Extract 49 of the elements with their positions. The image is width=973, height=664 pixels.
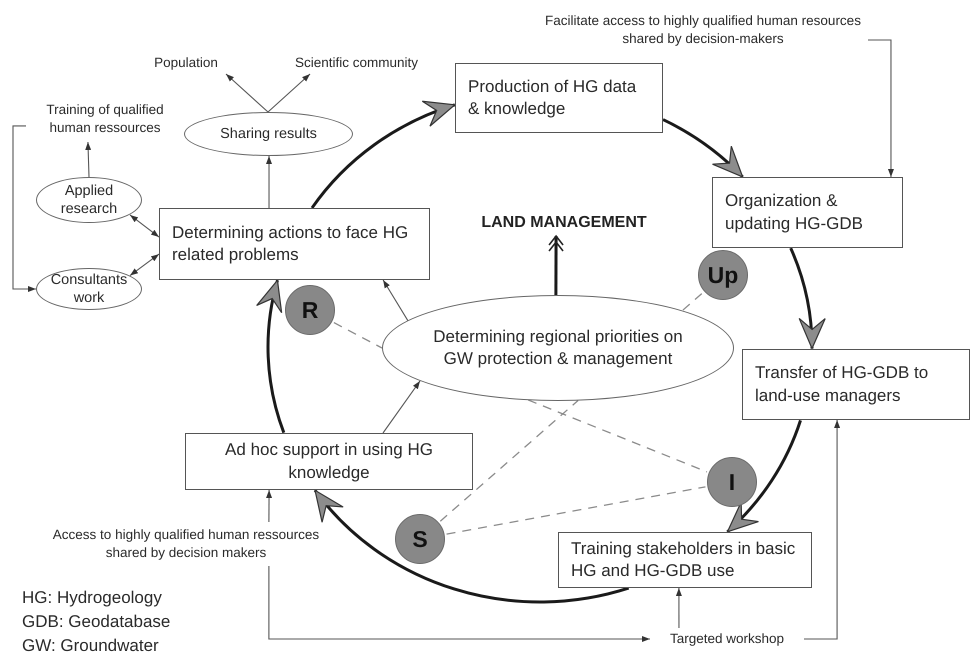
- cycle-arrow: [258, 280, 286, 434]
- text-label: Population: [143, 52, 229, 74]
- double-headed-arrow: [130, 254, 160, 276]
- abbreviation-note: HG: Hydrogeology: [22, 588, 162, 608]
- heading: LAND MANAGEMENT: [465, 210, 663, 236]
- dashed-line: [440, 400, 578, 522]
- letter-badge: Up: [698, 250, 748, 300]
- process-box: Determining actions to face HG related problems: [159, 208, 430, 280]
- cycle-arrow: [789, 248, 824, 350]
- priority-ellipse: Determining regional priorities on GW protection & management: [382, 295, 734, 401]
- process-box: Ad hoc support in using HG knowledge: [185, 433, 473, 490]
- letter-badge: I: [707, 457, 757, 507]
- arrow: [676, 588, 682, 628]
- arrow: [266, 156, 272, 208]
- activity-ellipse: Applied research: [36, 177, 142, 223]
- abbreviation-note: GDB: Geodatabase: [22, 612, 170, 632]
- arrow: [382, 280, 409, 322]
- process-box: Organization & updating HG-GDB: [712, 177, 903, 248]
- arrow: [382, 380, 420, 434]
- text-label: Access to highly qualified human ressources shared by decision makers: [51, 522, 321, 566]
- cycle-arrow: [662, 118, 744, 178]
- arrow: [268, 74, 310, 112]
- cycle-arrow: [310, 102, 456, 209]
- process-box: Transfer of HG-GDB to land-use managers: [742, 349, 970, 420]
- text-label: Facilitate access to highly qualified human resources shared by decision-makers: [538, 8, 868, 52]
- arrow: [868, 39, 894, 177]
- process-box: Training stakeholders in basic HG and HG-GDB use: [558, 532, 812, 588]
- dashed-line: [682, 292, 704, 311]
- process-box: Production of HG data & knowledge: [455, 63, 663, 133]
- text-label: Targeted workshop: [650, 628, 804, 650]
- dashed-line: [528, 399, 708, 473]
- double-headed-arrow: [130, 214, 160, 238]
- cycle-arrow: [314, 489, 630, 604]
- outcome-ellipse: Sharing results: [184, 112, 353, 156]
- activity-ellipse: Consultants work: [36, 268, 142, 310]
- arrow: [268, 566, 650, 642]
- arrow: [85, 142, 92, 178]
- dashed-line: [334, 322, 382, 349]
- dashed-line: [446, 486, 706, 535]
- abbreviation-note: GW: Groundwater: [22, 636, 159, 656]
- arrow: [12, 125, 36, 292]
- text-label: Scientific community: [275, 52, 438, 74]
- letter-badge: S: [395, 514, 445, 564]
- arrow: [804, 420, 840, 640]
- arrow: [226, 74, 268, 112]
- letter-badge: R: [285, 285, 335, 335]
- cycle-arrow: [726, 420, 802, 533]
- arrow: [266, 490, 272, 522]
- text-label: Training of qualified human ressources: [26, 96, 184, 142]
